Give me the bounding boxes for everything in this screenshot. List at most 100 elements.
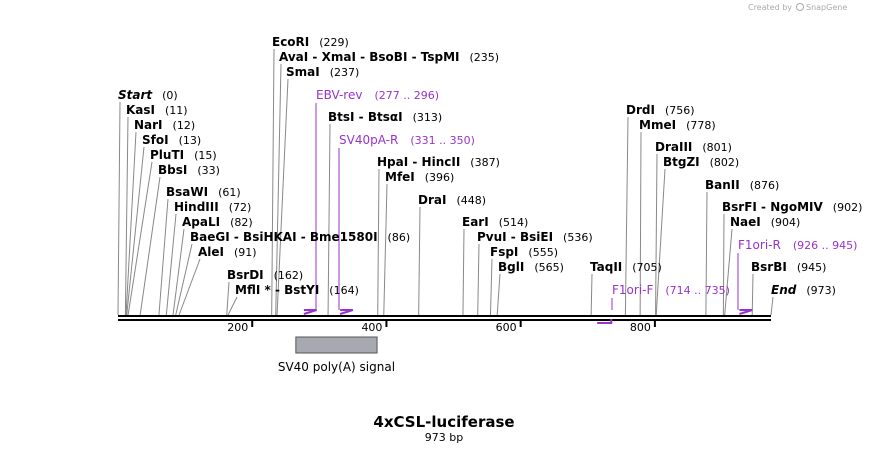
primer-range-sv40pa-r: (331 .. 350) (410, 134, 475, 147)
leader-draiii (655, 153, 658, 316)
enzyme-name-alei: AleI (198, 245, 224, 259)
site-position-draiii: (801) (702, 141, 732, 154)
site-position-baegi: (86) (388, 231, 411, 244)
methylation-star: * (260, 283, 271, 297)
enzyme-name-bsiei: BsiEI (520, 230, 553, 244)
primer-range-ebv-rev: (277 .. 296) (374, 89, 439, 102)
enzyme-name-naei: NaeI (730, 215, 761, 229)
site-position-pvui: (536) (563, 231, 593, 244)
site-position-apali: (82) (230, 216, 253, 229)
snapgene-logo-icon (796, 3, 804, 11)
enzyme-name-xmai: XmaI (322, 50, 356, 64)
site-separator: - (355, 110, 368, 124)
enzyme-name-pvui: PvuI (477, 230, 507, 244)
leader-mmei (639, 131, 642, 316)
enzyme-name-bsrfi: BsrFI (722, 200, 757, 214)
site-label-bbsi: BbsI(33) (158, 163, 220, 177)
site-label-bsrbi: BsrBI(945) (751, 260, 826, 274)
site-position-bgli: (565) (534, 261, 564, 274)
primer-name-f1ori-f: F1ori-F (612, 283, 653, 297)
leader-sfoi (126, 146, 145, 316)
site-position-alei: (91) (234, 246, 257, 259)
site-position-start: (0) (162, 89, 178, 102)
leader-eari (462, 228, 465, 316)
enzyme-name-drdi: DrdI (626, 103, 655, 117)
site-position-bsrdi: (162) (274, 269, 304, 282)
site-label-draiii: DraIII(801) (655, 140, 732, 154)
primer-name-f1ori-r: F1ori-R (738, 238, 781, 252)
site-label-drdi: DrdI(756) (626, 103, 695, 117)
site-label-bsrfi: BsrFI - NgoMIV(902) (722, 200, 862, 214)
feature-sv40-poly-a-signal (295, 336, 378, 354)
enzyme-name-start: Start (118, 88, 153, 102)
enzyme-name-mfli: MflI (235, 283, 260, 297)
site-position-fspi: (555) (528, 246, 558, 259)
site-position-btgzi: (802) (710, 156, 740, 169)
site-position-eari: (514) (499, 216, 529, 229)
enzyme-name-ecori: EcoRI (272, 35, 309, 49)
site-label-hindiii: HindIII(72) (174, 200, 251, 214)
site-label-btsi: BtsI - BtsαI(313) (328, 110, 442, 124)
site-label-hpai: HpaI - HincII(387) (377, 155, 500, 169)
site-position-taqii: (705) (632, 261, 662, 274)
leader-banii (705, 191, 708, 316)
primer-leaders (315, 103, 739, 310)
site-position-bsrfi: (902) (833, 201, 863, 214)
plasmid-name: 4xCSL-luciferase (373, 413, 514, 431)
credit-text: Created by (748, 3, 792, 12)
primer-labels: EBV-rev(277 .. 296)SV40pA-R(331 .. 350)F… (316, 88, 857, 297)
enzyme-name-hincii: HincII (422, 155, 461, 169)
leader-btsi (327, 123, 331, 316)
primer-label-sv40pa-r: SV40pA-R(331 .. 350) (339, 133, 475, 147)
site-labels: EcoRI(229)AvaI - XmaI - BsoBI - TspMI(23… (118, 35, 862, 297)
site-label-nari: NarI(12) (134, 118, 195, 132)
site-label-taqii: TaqII(705) (590, 260, 662, 274)
site-position-mmei: (778) (686, 119, 716, 132)
enzyme-name-end: End (771, 283, 797, 297)
enzyme-name-btsi: BtsI (328, 110, 355, 124)
leader-bbsi (139, 176, 161, 316)
ruler-tick-label: 400 (361, 321, 382, 334)
enzyme-name-pluti: PluTI (150, 148, 184, 162)
site-label-start: Start (0) (118, 88, 178, 102)
site-label-baegi: BaeGI - BsiHKAI - Bme1580I(86) (190, 230, 410, 244)
primer-arrows (303, 309, 753, 324)
site-label-kasi: KasI(11) (126, 103, 188, 117)
site-label-eari: EarI(514) (462, 215, 528, 229)
site-position-hindiii: (72) (229, 201, 252, 214)
enzyme-name-tspmi: TspMI (421, 50, 460, 64)
enzyme-name-bsihkai: BsiHKAI (243, 230, 297, 244)
enzyme-name-baegi: BaeGI (190, 230, 230, 244)
leader-btgzi (655, 168, 666, 316)
dna-backbone (118, 315, 771, 321)
leader-smai (276, 78, 289, 316)
features-track: SV40 poly(A) signal (278, 336, 395, 374)
enzyme-name-apali: ApaLI (182, 215, 220, 229)
primer-range-f1ori-f: (714 .. 735) (665, 284, 730, 297)
leader-mfei (383, 183, 388, 316)
enzyme-name-drai: DraI (418, 193, 446, 207)
ruler-tick-label: 800 (630, 321, 651, 334)
site-label-apali: ApaLI (82) (182, 215, 253, 229)
site-label-pluti: PluTI(15) (150, 148, 217, 162)
site-position-nari: (12) (173, 119, 196, 132)
leader-pluti (127, 161, 153, 316)
enzyme-name-hpai: HpaI (377, 155, 408, 169)
site-label-drai: DraI (448) (418, 193, 486, 207)
site-separator: - (757, 200, 770, 214)
leader-naei (724, 228, 733, 316)
site-position-mfei: (396) (425, 171, 455, 184)
site-position-btsi: (313) (413, 111, 443, 124)
leader-taqii (590, 273, 593, 316)
site-position-ecori: (229) (319, 36, 349, 49)
leader-drai (418, 206, 421, 316)
leader-avai (275, 63, 282, 316)
site-label-pvui: PvuI - BsiEI(536) (477, 230, 593, 244)
leader-nari (125, 131, 137, 316)
site-separator: - (356, 50, 369, 64)
site-position-drai: (448) (456, 194, 486, 207)
site-position-kasi: (11) (165, 104, 188, 117)
leader-hindiii (165, 213, 177, 316)
site-label-mfli: MflI * - BstYI(164) (235, 283, 359, 297)
